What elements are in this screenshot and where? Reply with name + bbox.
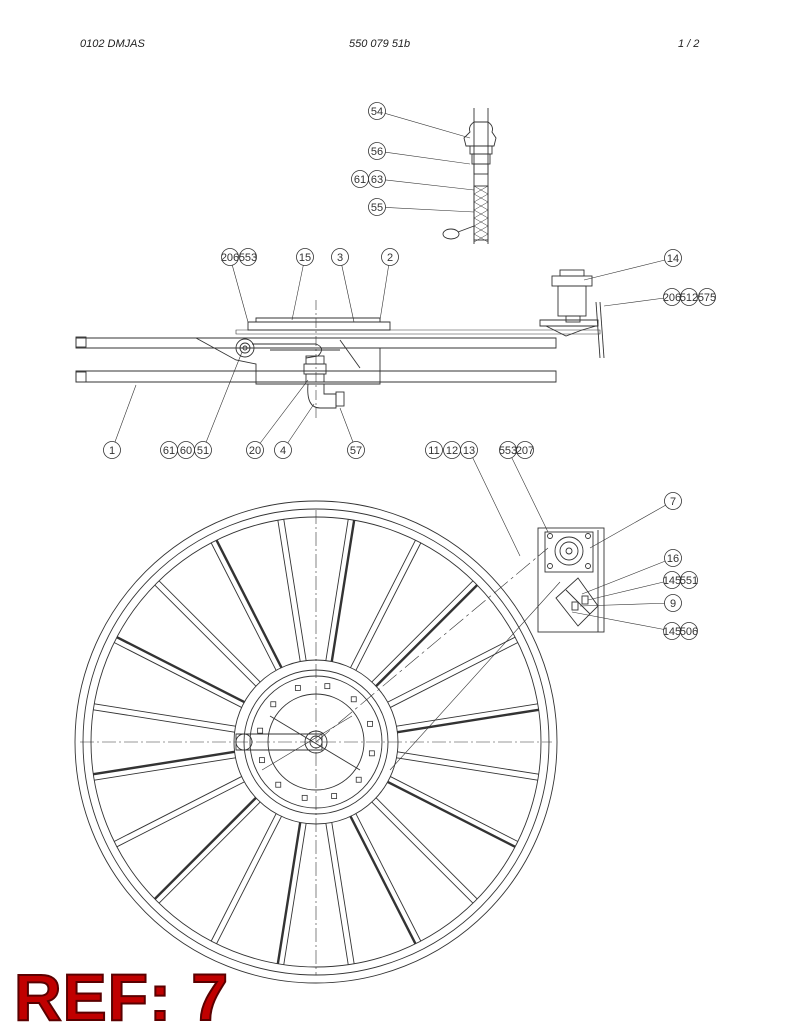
callout-bubble: 61 (351, 170, 369, 188)
header-left: 0102 DMJAS (80, 38, 145, 50)
callout-number: 145 (663, 575, 681, 587)
callout-number: 207 (516, 445, 534, 457)
callout-bubble: 145 (663, 622, 681, 640)
header-center: 550 079 51b (349, 38, 411, 50)
callout-bubble: 512 (680, 288, 698, 306)
callout-bubble: 4 (274, 441, 292, 459)
callout-number: 512 (680, 292, 698, 304)
callout-bubble: 207 (516, 441, 534, 459)
callout-number: 4 (280, 445, 286, 457)
callout-number: 12 (446, 445, 458, 457)
callout-bubble: 506 (680, 622, 698, 640)
hose-fitting (463, 121, 497, 147)
callout-bubble: 13 (460, 441, 478, 459)
mount-bracket (537, 527, 605, 633)
callout-number: 16 (667, 553, 679, 565)
callout-number: 506 (680, 626, 698, 638)
callout-bubble: 575 (698, 288, 716, 306)
callout-bubble: 11 (425, 441, 443, 459)
callout-bubble: 60 (177, 441, 195, 459)
callout-bubble: 20 (246, 441, 264, 459)
callout-bubble: 61 (160, 441, 178, 459)
callout-number: 51 (197, 445, 209, 457)
callout-bubble: 9 (664, 594, 682, 612)
callout-number: 553 (239, 252, 257, 264)
callout-number: 55 (371, 202, 383, 214)
callout-bubble: 63 (368, 170, 386, 188)
callout-bubble: 51 (194, 441, 212, 459)
callout-number: 63 (371, 174, 383, 186)
callout-bubble: 55 (368, 198, 386, 216)
callout-number: 575 (698, 292, 716, 304)
callout-bubble: 56 (368, 142, 386, 160)
callout-bubble: 14 (664, 249, 682, 267)
callout-bubble: 553 (499, 441, 517, 459)
elbow-fitting (307, 383, 337, 409)
callout-bubble: 12 (443, 441, 461, 459)
callout-number: 54 (371, 106, 383, 118)
callout-number: 15 (299, 252, 311, 264)
callout-number: 14 (667, 253, 679, 265)
callout-bubble: 3 (331, 248, 349, 266)
callout-number: 57 (350, 445, 362, 457)
callout-bubble: 16 (664, 549, 682, 567)
callout-number: 145 (663, 626, 681, 638)
callout-bubble: 206 (663, 288, 681, 306)
callout-number: 3 (337, 252, 343, 264)
reference-label: REF: 7 (13, 960, 230, 1034)
callout-number: 1 (109, 445, 115, 457)
callout-number: 61 (163, 445, 175, 457)
callout-number: 20 (249, 445, 261, 457)
callout-number: 9 (670, 598, 676, 610)
header-page-number: 1 / 2 (678, 38, 700, 50)
callout-number: 7 (670, 496, 676, 508)
callout-number: 56 (371, 146, 383, 158)
callout-number: 206 (663, 292, 681, 304)
callout-bubble: 553 (239, 248, 257, 266)
braided-hose (473, 185, 489, 241)
callout-number: 206 (221, 252, 239, 264)
callout-bubble: 15 (296, 248, 314, 266)
callout-number: 61 (354, 174, 366, 186)
callout-number: 2 (387, 252, 393, 264)
callout-number: 60 (180, 445, 192, 457)
callout-bubble: 7 (664, 492, 682, 510)
callout-bubble: 57 (347, 441, 365, 459)
callout-number: 11 (428, 445, 439, 457)
callout-bubble: 54 (368, 102, 386, 120)
callout-bubble: 145 (663, 571, 681, 589)
callout-bubble: 551 (680, 571, 698, 589)
callout-bubble: 2 (381, 248, 399, 266)
callout-number: 13 (463, 445, 475, 457)
callout-number: 553 (499, 445, 517, 457)
reel-outer-rim (74, 500, 558, 984)
callout-bubble: 1 (103, 441, 121, 459)
callout-bubble: 206 (221, 248, 239, 266)
callout-number: 551 (680, 575, 698, 587)
